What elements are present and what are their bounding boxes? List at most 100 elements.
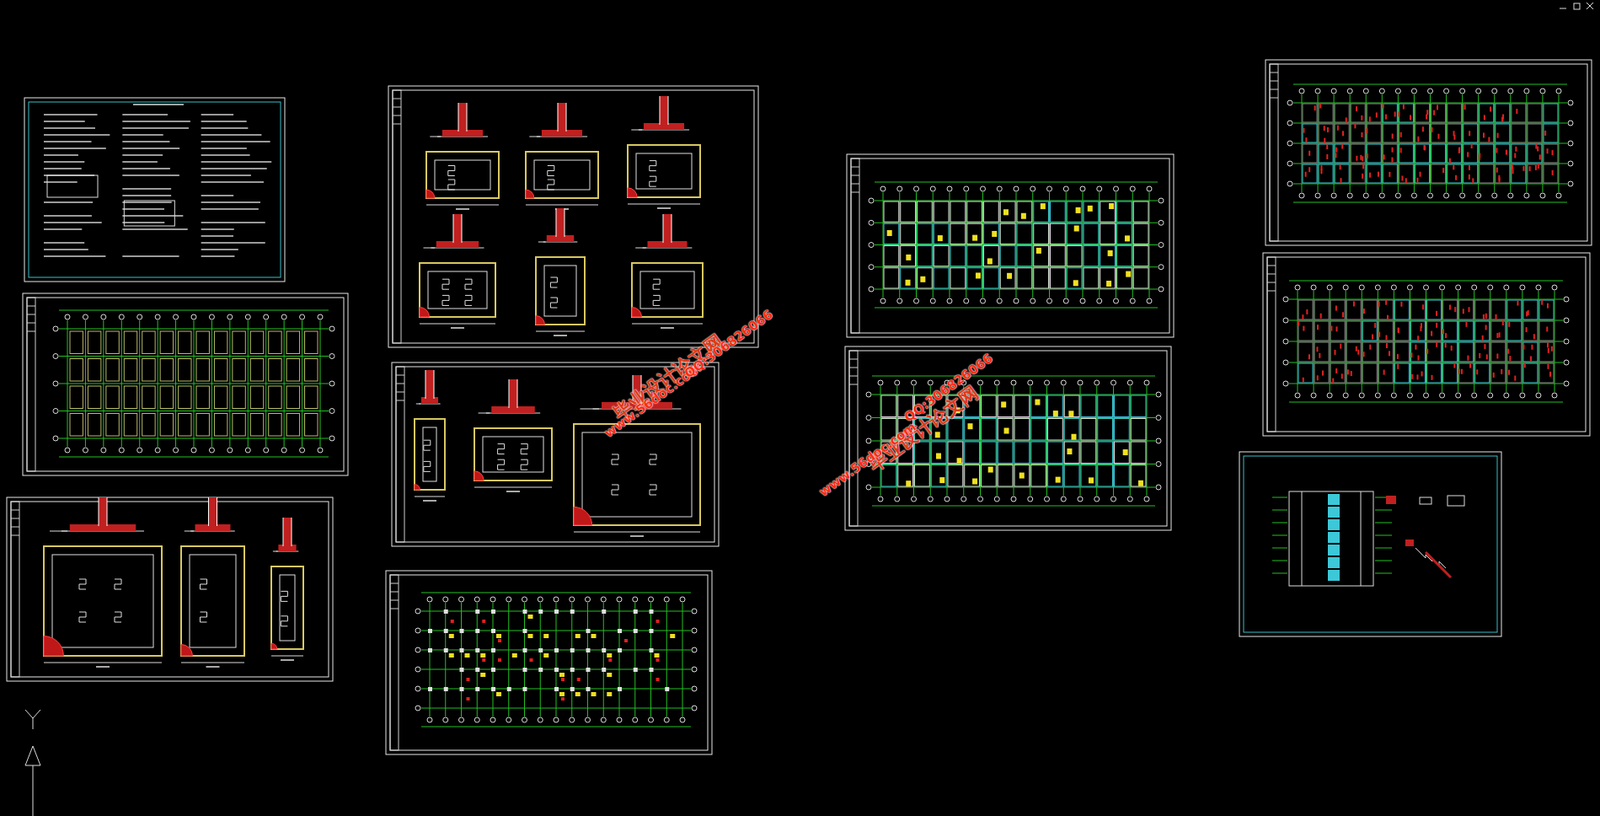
cad-stroke	[556, 208, 557, 237]
cad-stroke	[160, 331, 173, 354]
cad-stroke	[1498, 331, 1501, 338]
cad-stroke	[263, 314, 269, 320]
cad-stroke	[616, 596, 622, 602]
cad-stroke	[981, 395, 997, 418]
cad-stroke	[1463, 164, 1478, 183]
cad-stroke	[123, 200, 175, 226]
cad-stroke	[1363, 308, 1365, 314]
cad-stroke	[1522, 344, 1525, 350]
cad-stroke	[905, 279, 911, 286]
cad-stroke	[1462, 308, 1465, 314]
cad-stroke	[10, 509, 20, 511]
cad-stroke	[1492, 192, 1498, 198]
cad-stroke	[1327, 569, 1340, 581]
cad-stroke	[894, 496, 900, 502]
cad-stroke	[573, 531, 701, 533]
cad-stroke	[1563, 359, 1569, 365]
cad-stroke	[1064, 395, 1080, 418]
cad-stroke	[1330, 363, 1345, 383]
cad-stroke	[1155, 438, 1162, 444]
cad-stroke	[1272, 572, 1288, 574]
cad-stroke	[554, 609, 559, 614]
cad-stroke	[1430, 374, 1433, 380]
cad-stroke	[1523, 342, 1538, 362]
cad-stroke	[1551, 284, 1558, 290]
cad-stroke	[1117, 246, 1133, 267]
cad-stroke	[460, 628, 465, 633]
cad-stroke	[1298, 363, 1313, 383]
cad-stroke	[1423, 144, 1426, 150]
cad-stroke	[1355, 155, 1358, 161]
cad-stroke	[1495, 314, 1498, 320]
cad-stroke	[1269, 97, 1279, 99]
cad-stroke	[201, 194, 234, 197]
cad-stroke	[106, 413, 119, 437]
cad-stroke	[1385, 495, 1397, 504]
cad-stroke	[43, 214, 92, 217]
cad-stroke	[1375, 522, 1392, 524]
cad-stroke	[390, 583, 399, 584]
cad-stroke	[122, 187, 172, 190]
cad-stroke	[1239, 451, 1502, 637]
cad-stroke	[1359, 155, 1362, 161]
cad-stroke	[460, 667, 465, 672]
hatch-fill	[43, 636, 64, 656]
cad-stroke	[1327, 127, 1329, 133]
cad-stroke	[559, 691, 565, 696]
cad-stroke	[1346, 342, 1361, 362]
cad-stroke	[1272, 522, 1288, 524]
cad-stroke	[415, 685, 421, 691]
cad-stroke	[984, 267, 1000, 289]
cad-stroke	[1419, 171, 1422, 177]
cad-stroke	[201, 255, 236, 257]
cad-stroke	[118, 314, 124, 320]
cad-stroke	[1573, 3, 1580, 10]
cad-stroke	[1327, 531, 1340, 543]
cad-stroke	[1361, 155, 1364, 161]
cad-stroke	[122, 214, 183, 217]
cad-stroke	[475, 667, 480, 672]
cad-stroke	[461, 214, 463, 243]
cad-stroke	[556, 602, 557, 717]
cad-stroke	[1556, 88, 1562, 94]
cad-stroke	[491, 609, 496, 614]
cad-stroke	[1508, 369, 1510, 375]
cad-stroke	[554, 686, 559, 691]
hatch-fill	[573, 506, 593, 525]
cad-stroke	[497, 638, 502, 643]
cad-stroke	[1509, 355, 1511, 361]
cad-stroke	[1514, 375, 1516, 381]
cad-stroke	[414, 418, 445, 490]
cad-stroke	[1507, 299, 1522, 320]
cad-stroke	[1031, 465, 1047, 487]
cad-stroke	[508, 379, 510, 408]
cad-stroke	[617, 647, 622, 653]
cad-stroke	[997, 418, 1013, 441]
column-symbol	[611, 454, 619, 465]
cad-stroke	[868, 197, 874, 204]
cad-stroke	[911, 379, 917, 386]
cad-stroke	[866, 391, 872, 397]
cad-stroke	[1272, 509, 1288, 511]
cad-stroke	[227, 447, 233, 453]
cad-stroke	[967, 267, 983, 289]
cad-stroke	[1050, 246, 1066, 267]
cad-stroke	[1050, 201, 1066, 222]
cad-stroke	[415, 705, 421, 711]
cad-stroke	[1546, 326, 1548, 332]
cad-stroke	[529, 658, 534, 662]
cad-stroke	[1327, 544, 1340, 556]
cad-stroke	[1444, 332, 1447, 338]
cad-stroke	[1315, 192, 1321, 198]
cad-stroke	[1293, 202, 1568, 204]
cad-stroke	[915, 465, 931, 487]
cad-stroke	[1471, 143, 1473, 149]
cad-stroke	[1546, 342, 1549, 348]
cad-stroke	[1117, 267, 1133, 289]
cad-stroke	[122, 113, 168, 116]
cad-stroke	[1334, 103, 1349, 123]
cad-stroke	[26, 297, 36, 471]
cad-stroke	[1396, 353, 1399, 359]
cad-stroke	[160, 413, 173, 437]
cad-stroke	[64, 447, 70, 453]
